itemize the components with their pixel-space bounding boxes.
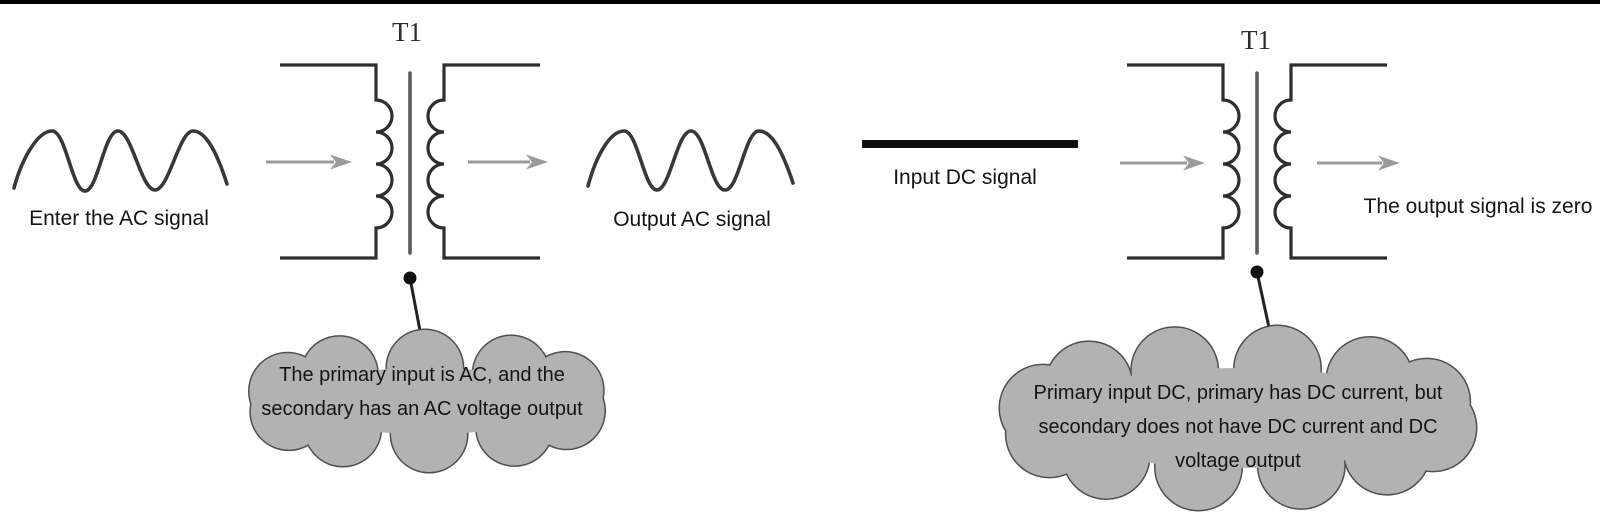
left-transformer-label: T1 <box>392 17 422 47</box>
ac-input-waveform-icon <box>12 129 229 193</box>
zero-output-label: The output signal is zero <box>1363 195 1593 218</box>
right-callout-pointer-dot <box>1250 265 1264 279</box>
top-border <box>0 0 1600 4</box>
left-callout-text: The primary input is AC, and the seconda… <box>261 364 583 420</box>
ac-output-label: Output AC signal <box>613 208 771 231</box>
left-callout-pointer-dot <box>403 271 417 285</box>
right-callout-cloud-icon <box>998 324 1478 512</box>
ac-output-waveform-icon <box>586 129 795 192</box>
right-callout-pointer-line <box>1255 271 1272 333</box>
right-callout-text: Primary input DC, primary has DC current… <box>1033 382 1443 472</box>
right-transformer-label: T1 <box>1241 25 1271 55</box>
ac-input-label: Enter the AC signal <box>29 207 209 230</box>
left-callout-pointer-line <box>408 277 423 337</box>
right-output-arrow-icon <box>1317 155 1400 171</box>
dc-input-label: Input DC signal <box>893 166 1037 189</box>
left-callout-cloud-icon <box>248 328 606 474</box>
left-input-arrow-icon <box>266 154 352 170</box>
left-output-arrow-icon <box>468 154 548 170</box>
right-input-arrow-icon <box>1120 155 1205 171</box>
